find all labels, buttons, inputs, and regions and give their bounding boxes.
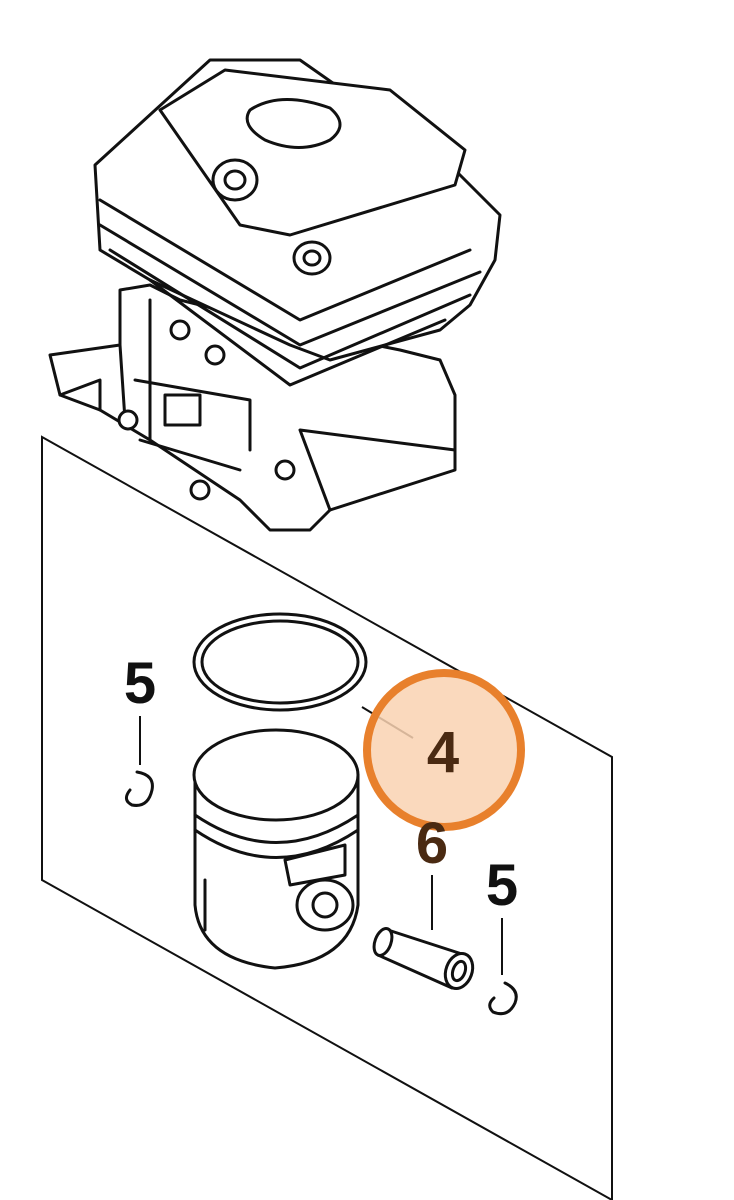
circlip-left-drawing [125, 770, 154, 807]
cylinder-drawing [48, 58, 502, 532]
piston-pin-drawing [372, 927, 475, 990]
label-piston-ring[interactable]: 4 [427, 720, 459, 785]
label-piston-pin[interactable]: 6 [416, 811, 448, 876]
circlip-right-drawing [488, 981, 518, 1016]
piston-drawing [192, 728, 360, 970]
highlight-circle[interactable] [363, 669, 525, 831]
label-circlip-left[interactable]: 5 [124, 651, 156, 716]
label-circlip-right[interactable]: 5 [486, 853, 518, 918]
piston-ring-drawing [192, 612, 368, 712]
kit-frame [41, 435, 613, 1200]
